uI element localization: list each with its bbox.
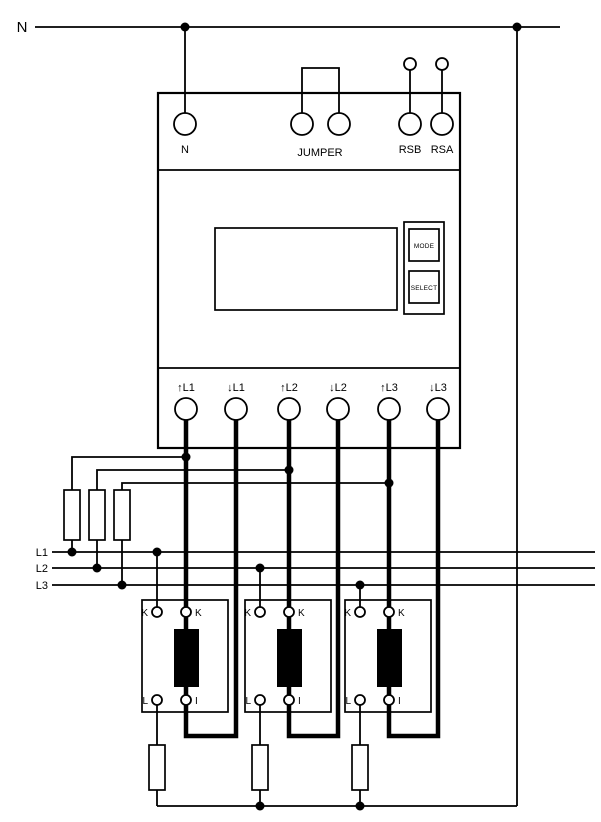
ct3-i-terminal [383,694,395,706]
l2-out-terminal-label: ↓L2 [329,382,347,394]
power-rails [35,26,595,807]
ct2-k-right-terminal [283,606,295,618]
fuse1-tap-wire [71,456,186,490]
ct1-k-left-terminal [151,606,163,618]
junction-dot [180,22,190,32]
ct-cores-terminals [151,606,402,706]
ct3-k-right-terminal [383,606,395,618]
ct1-k-right-label: K [195,608,202,619]
diagram-labels: N N JUMPER RSB RSA MODE SELECT ↑L1 ↓L1 ↑… [17,19,454,707]
fuse-1 [63,489,81,541]
phase-l3-label: L3 [36,580,48,592]
l2-in-terminal [277,397,301,421]
l1-out-terminal [224,397,248,421]
ct2-l-terminal [254,694,266,706]
jumper-terminal-1 [290,112,314,136]
phase-l1-label: L1 [36,547,48,559]
rsb-label: RSB [399,144,422,156]
ct1-k-right-terminal [180,606,192,618]
ct2-i-terminal [283,694,295,706]
ct3-l-label: L [345,696,351,707]
l3-in-terminal [377,397,401,421]
junction-dot [67,547,77,557]
rsa-label: RSA [431,144,454,156]
junction-dot [284,465,294,475]
mode-button [408,228,440,262]
fuse-2 [88,489,106,541]
junction-dot [255,801,265,811]
l3-out-terminal-label: ↓L3 [429,382,447,394]
lcd-display [214,227,398,311]
junction-dot [384,478,394,488]
l1-in-terminal [174,397,198,421]
ct1-l-terminal [151,694,163,706]
l3-in-terminal-label: ↑L3 [380,382,398,394]
junction-dot [355,801,365,811]
l3-return-wire [386,420,441,739]
resistor-2 [251,744,269,791]
l2-out-terminal [326,397,350,421]
l1-out-terminal-label: ↓L1 [227,382,245,394]
ct2-k-left-terminal [254,606,266,618]
ct3-i-label: I [398,696,401,707]
ct2-k-right-label: K [298,608,305,619]
junction-dot [355,580,365,590]
junction-dot [92,563,102,573]
ct3-k-right-label: K [398,608,405,619]
l1-in-terminal-label: ↑L1 [177,382,195,394]
l1-return-wire [183,420,239,739]
resistor-3 [351,744,369,791]
rsa-connector-circle [435,57,449,71]
ct2-core [277,629,302,687]
n-terminal [173,112,197,136]
ct1-core [174,629,199,687]
fuse3-tap-wire [121,482,389,490]
ct3-l-terminal [354,694,366,706]
ct3-k-left-label: K [344,608,351,619]
junction-dot [117,580,127,590]
fuse-3 [113,489,131,541]
ct1-l-label: L [142,696,148,707]
mode-button-label: MODE [414,243,435,250]
ct1-k-left-label: K [141,608,148,619]
jumper-label: JUMPER [297,147,342,159]
neutral-rail-label: N [17,19,28,36]
junction-dot [512,22,522,32]
current-wiring [183,420,441,739]
jumper-terminal-2 [327,112,351,136]
ct1-i-terminal [180,694,192,706]
phase-l2-label: L2 [36,563,48,575]
ct2-l-label: L [245,696,251,707]
ct3-core [377,629,402,687]
rsb-terminal [398,112,422,136]
junction-dot [181,452,191,462]
ct2-i-label: I [298,696,301,707]
meter-top-wiring [184,27,443,114]
select-button-label: SELECT [411,285,438,292]
rsa-terminal [430,112,454,136]
resistor-1 [148,744,166,791]
jumper-link [301,67,340,114]
ct3-k-left-terminal [354,606,366,618]
rsb-connector-circle [403,57,417,71]
n-terminal-label: N [181,144,189,156]
l2-in-terminal-label: ↑L2 [280,382,298,394]
ct2-k-left-label: K [244,608,251,619]
l2-return-wire [286,420,341,739]
voltage-taps [71,456,389,806]
fuse2-tap-wire [96,469,289,490]
ct1-i-label: I [195,696,198,707]
l3-out-terminal [426,397,450,421]
junction-dot [255,563,265,573]
meter-terminals [173,57,454,421]
junction-dot [152,547,162,557]
junction-dots [67,22,522,811]
select-button [408,270,440,304]
